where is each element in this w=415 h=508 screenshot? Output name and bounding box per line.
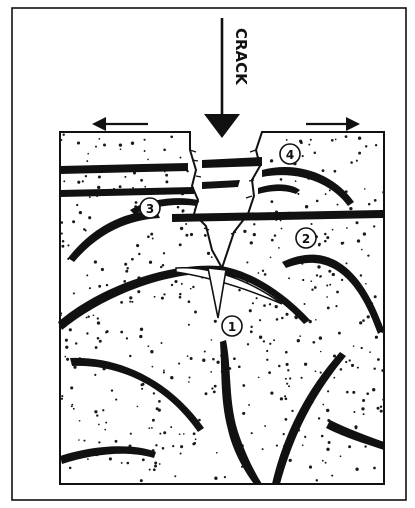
crack-tip-bar — [202, 180, 240, 189]
left-arrow — [92, 117, 148, 131]
marker-2-label: 2 — [302, 232, 310, 246]
right-arrow — [306, 117, 360, 131]
marker-3-label: 3 — [146, 202, 154, 216]
marker-3: 3 — [140, 198, 160, 218]
marker-1: 1 — [222, 316, 242, 336]
marker-2: 2 — [296, 228, 316, 248]
crack-label: CRACK — [232, 28, 250, 86]
marker-4-label: 4 — [286, 148, 294, 162]
marker-4: 4 — [280, 144, 300, 164]
marker-1-label: 1 — [228, 320, 236, 334]
